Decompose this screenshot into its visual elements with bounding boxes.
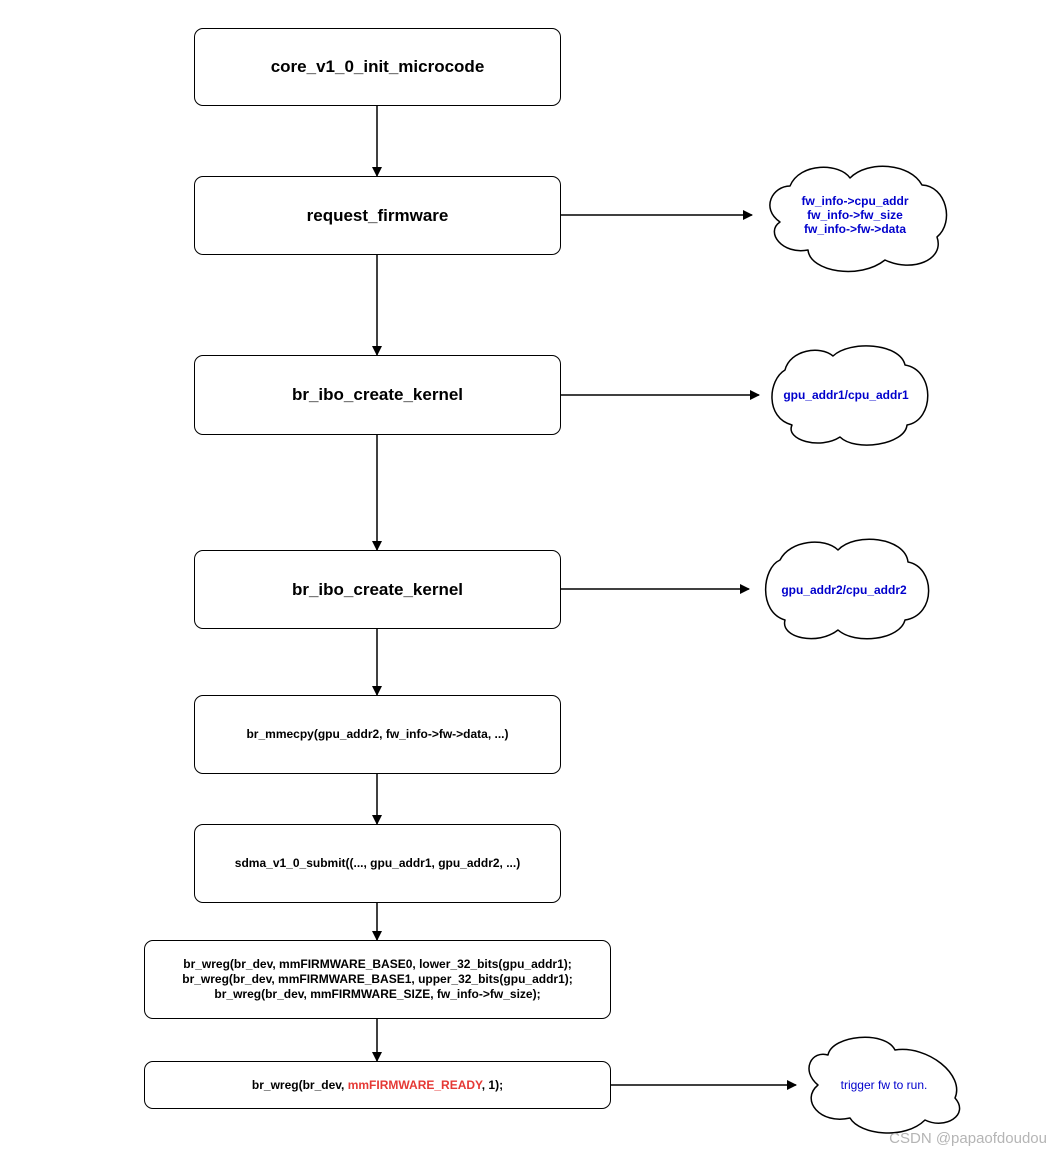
node-label: request_firmware xyxy=(306,205,449,225)
cloud-c4 xyxy=(808,1036,961,1134)
note-line-1: fw_info->cpu_addr xyxy=(801,194,909,208)
node-label: sdma_v1_0_submit((..., gpu_addr1, gpu_ad… xyxy=(234,856,521,870)
node-wreg-firmware-regs[interactable]: br_wreg(br_dev, mmFIRMWARE_BASE0, lower_… xyxy=(144,940,611,1019)
node-label: br_ibo_create_kernel xyxy=(291,579,464,599)
note-text: gpu_addr1/cpu_addr1 xyxy=(783,388,909,402)
node-label: br_ibo_create_kernel xyxy=(291,385,464,404)
node-label: br_mmecpy(gpu_addr2, fw_info->fw->data, … xyxy=(246,727,509,741)
node-ibo-create-kernel-2[interactable]: br_ibo_create_kernel xyxy=(194,550,561,629)
note-line-2: fw_info->fw_size xyxy=(807,208,903,222)
node-sdma-submit[interactable]: sdma_v1_0_submit((..., gpu_addr1, gpu_ad… xyxy=(194,824,561,903)
cloud-c1 xyxy=(769,165,948,273)
node-label-line-2: br_wreg(br_dev, mmFIRMWARE_BASE1, upper_… xyxy=(182,972,573,986)
cloud-c3 xyxy=(764,538,930,640)
cloud-shapes xyxy=(764,165,961,1134)
note-text: gpu_addr2/cpu_addr2 xyxy=(781,583,907,597)
node-wreg-firmware-ready[interactable]: br_wreg(br_dev, mmFIRMWARE_READY, 1); xyxy=(144,1061,611,1109)
note-fw-info: fw_info->cpu_addr fw_info->fw_size fw_in… xyxy=(775,194,935,236)
node-label: br_wreg(br_dev, mmFIRMWARE_READY, 1); xyxy=(252,1078,503,1093)
note-text: trigger fw to run. xyxy=(840,1078,928,1092)
note-gpu-addr2: gpu_addr2/cpu_addr2 xyxy=(768,583,920,597)
node-request-firmware[interactable]: request_firmware xyxy=(194,176,561,255)
horizontal-arrows xyxy=(561,210,797,1090)
note-trigger-fw: trigger fw to run. xyxy=(820,1078,948,1092)
node-core-init-microcode[interactable]: core_v1_0_init_microcode xyxy=(194,28,561,106)
watermark: CSDN @papaofdoudou xyxy=(889,1130,1047,1147)
cloud-c2 xyxy=(771,345,929,446)
wreg-suffix: , 1); xyxy=(481,1077,504,1092)
node-label-line-3: br_wreg(br_dev, mmFIRMWARE_SIZE, fw_info… xyxy=(214,987,541,1001)
node-label: core_v1_0_init_microcode xyxy=(270,57,485,76)
note-gpu-addr1: gpu_addr1/cpu_addr1 xyxy=(770,388,922,402)
node-ibo-create-kernel-1[interactable]: br_ibo_create_kernel xyxy=(194,355,561,435)
wreg-prefix: br_wreg(br_dev, xyxy=(251,1077,348,1092)
node-label-line-1: br_wreg(br_dev, mmFIRMWARE_BASE0, lower_… xyxy=(183,957,572,971)
firmware-ready-highlight: mmFIRMWARE_READY xyxy=(347,1077,482,1092)
note-line-3: fw_info->fw->data xyxy=(803,222,906,236)
node-mmecpy[interactable]: br_mmecpy(gpu_addr2, fw_info->fw->data, … xyxy=(194,695,561,774)
